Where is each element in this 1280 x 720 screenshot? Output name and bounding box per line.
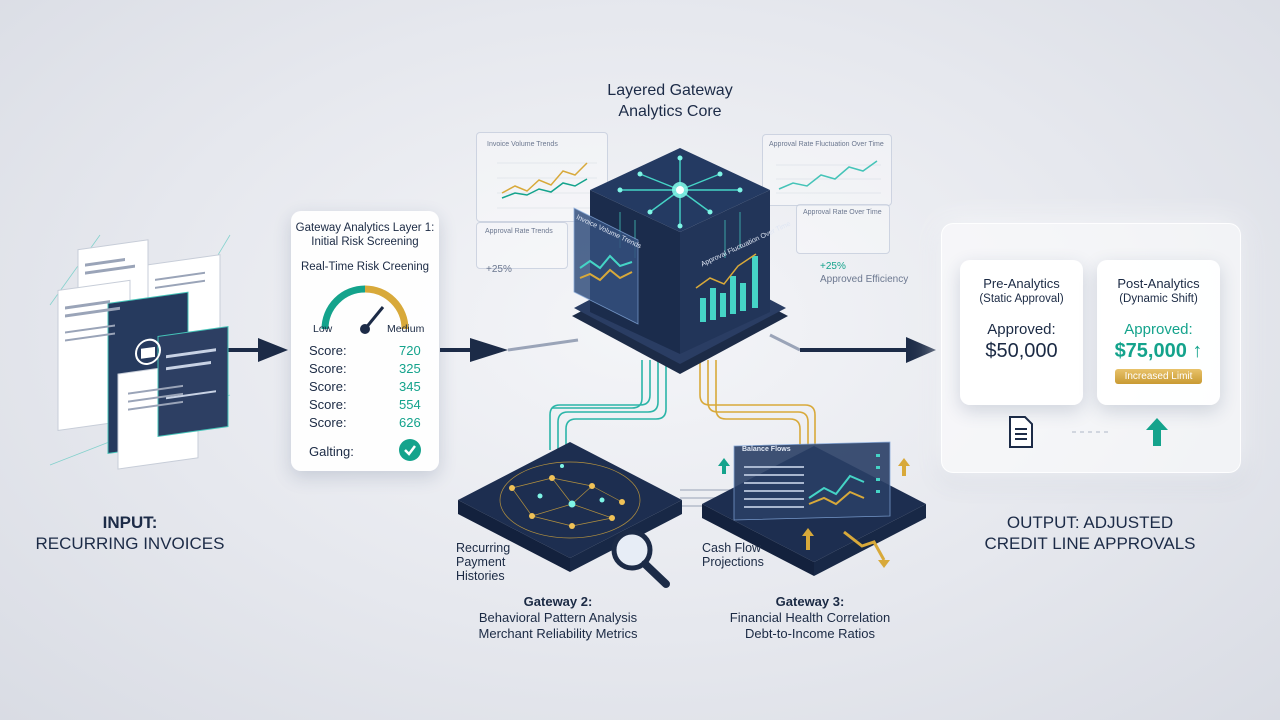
score-row: Score: 720 — [309, 343, 421, 358]
magnifier-icon — [611, 529, 670, 588]
approval-rate-panel-title: Approval Rate Over Time — [803, 209, 882, 216]
score-label: Score: — [309, 379, 347, 394]
right-badge-label: Approved Efficiency — [820, 274, 909, 285]
check-icon — [399, 439, 421, 461]
score-list: Score:720 Score:325 Score:345 Score:554 … — [291, 343, 439, 443]
gateway3-platform — [702, 441, 926, 576]
post-analytics-subtitle: (Dynamic Shift) — [1119, 293, 1198, 305]
core-title: Layered Gateway Analytics Core — [560, 80, 780, 122]
approval-fluctuation-panel-title: Approval Rate Fluctuation Over Time — [769, 141, 884, 148]
risk-gauge — [321, 285, 409, 334]
gateway3-line1: Financial Health Correlation — [729, 610, 891, 625]
gateway3-title: Gateway 3: — [775, 594, 845, 609]
gateway2-title: Gateway 2: — [523, 594, 593, 609]
input-label: INPUT: RECURRING INVOICES — [30, 512, 230, 554]
gateway2-side-label-line1: Recurring — [456, 541, 511, 555]
gauge-low-label: Low — [313, 323, 333, 335]
gateway3-panel-title: Balance Flows — [742, 446, 791, 453]
core-title-line2: Analytics Core — [618, 103, 722, 120]
output-label: OUTPUT: ADJUSTED CREDIT LINE APPROVALS — [960, 512, 1220, 554]
gateway3-side-label: Cash Flow Projections — [702, 541, 764, 569]
score-value: 554 — [399, 397, 421, 412]
score-value: 345 — [399, 379, 421, 394]
post-approved-value: $75,000 ↑ — [1114, 340, 1203, 362]
post-approved-label: Approved: — [1124, 321, 1193, 338]
score-label: Score: — [309, 397, 347, 412]
invoice-stack — [40, 215, 240, 475]
gauge-medium-label: Medium — [387, 323, 425, 335]
pre-analytics-title: Pre-Analytics — [983, 276, 1060, 291]
layer1-subtitle: Real-Time Risk Creening — [300, 261, 430, 273]
score-row: Score: 626 — [309, 415, 421, 430]
approval-rate-panel: Approval Rate Over Time — [796, 204, 890, 254]
post-analytics-title: Post-Analytics — [1117, 276, 1200, 291]
gateway2-side-label: Recurring Payment Histories — [456, 541, 510, 583]
post-analytics-card: Post-Analytics (Dynamic Shift) Approved:… — [1097, 260, 1220, 405]
increased-limit-badge: Increased Limit — [1114, 369, 1203, 384]
pre-analytics-card: Pre-Analytics (Static Approval) Approved… — [960, 260, 1083, 405]
score-value: 720 — [399, 343, 421, 358]
arrow-to-output — [906, 337, 936, 363]
pre-analytics-subtitle: (Static Approval) — [979, 293, 1064, 305]
left-badge: +25% — [486, 264, 512, 275]
arrow-up-icon — [1146, 418, 1168, 446]
gateway3-side-label-line1: Cash Flow — [702, 541, 762, 555]
score-row: Score: 325 — [309, 361, 421, 376]
invoice-volume-panel: Invoice Volume Trends — [476, 132, 608, 222]
document-icon — [1009, 416, 1033, 448]
score-value: 325 — [399, 361, 421, 376]
analytics-core-cube — [572, 148, 788, 374]
score-label: Score: — [309, 415, 347, 430]
gateway2-line1: Behavioral Pattern Analysis — [478, 610, 638, 625]
pre-approved-value: $50,000 — [985, 340, 1058, 362]
arrow-to-layer1 — [258, 338, 288, 362]
score-label: Score: — [309, 343, 347, 358]
output-label-subtitle: CREDIT LINE APPROVALS — [984, 534, 1196, 553]
arrow-to-core — [470, 338, 508, 362]
gateway2-side-label-line2: Payment — [456, 555, 506, 569]
layer1-title: Gateway Analytics Layer 1: Initial Risk … — [291, 221, 439, 249]
layer1-title-line2: Initial Risk Screening — [311, 236, 419, 248]
right-badge: +25% Approved Efficiency — [820, 260, 908, 286]
gateway2-line2: Merchant Reliability Metrics — [478, 626, 638, 641]
left-badge-value: +25% — [486, 264, 512, 275]
score-value: 626 — [399, 415, 421, 430]
score-label: Score: — [309, 361, 347, 376]
score-row: Score: 345 — [309, 379, 421, 394]
gateway2-caption: Gateway 2: Behavioral Pattern Analysis M… — [448, 594, 668, 642]
gateway3-caption: Gateway 3: Financial Health Correlation … — [700, 594, 920, 642]
invoice-volume-panel-title: Invoice Volume Trends — [487, 141, 558, 148]
score-row: Score: 554 — [309, 397, 421, 412]
gateway3-line2: Debt-to-Income Ratios — [744, 626, 876, 641]
input-label-title: INPUT: — [102, 513, 158, 532]
status-label: Galting: — [309, 444, 354, 459]
approval-trend-panel-title: Approval Rate Trends — [485, 228, 553, 235]
layer1-title-line1: Gateway Analytics Layer 1: — [295, 222, 435, 234]
approval-trend-panel: Approval Rate Trends — [476, 222, 568, 269]
approval-fluctuation-panel: Approval Rate Fluctuation Over Time — [762, 134, 892, 206]
gateway3-side-label-line2: Projections — [702, 555, 764, 569]
gateway2-side-label-line3: Histories — [456, 569, 505, 583]
input-label-subtitle: RECURRING INVOICES — [35, 534, 225, 553]
layer1-card: Gateway Analytics Layer 1: Initial Risk … — [291, 211, 439, 471]
core-title-line1: Layered Gateway — [607, 82, 733, 99]
pre-approved-label: Approved: — [987, 321, 1056, 338]
right-badge-value: +25% — [820, 261, 846, 272]
output-label-title: OUTPUT: ADJUSTED — [1006, 513, 1174, 532]
